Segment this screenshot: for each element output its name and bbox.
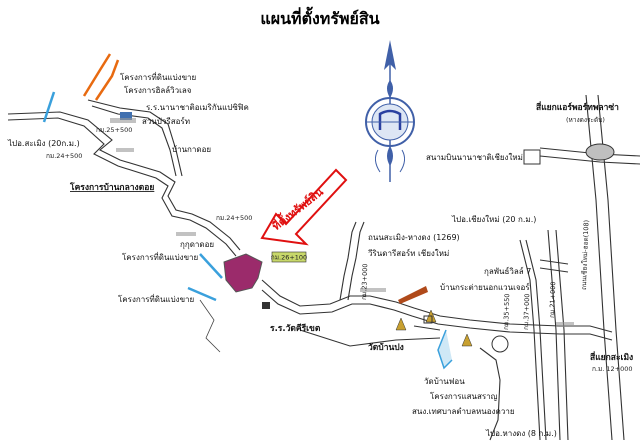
property-area[interactable] <box>223 253 263 293</box>
label-airport-junction-sub: (หางดงระดับ) <box>566 116 605 124</box>
label-to-chiang-mai: ไปอ.เชียงใหม่ (20 ก.ม.) <box>451 215 536 224</box>
label-proj-dinbaengkai-2: โครงการที่ดินแบ่งขาย <box>122 251 198 262</box>
label-km-24-500-mid: กม.24+500 <box>216 214 252 222</box>
svg-text:กม.26+100: กม.26+100 <box>271 254 307 262</box>
label-school-international: ร.ร.นานาชาติอเมริกันแปซิฟิค <box>146 103 249 112</box>
label-to-hang-dong: ไปอ.หางดง (8 ก.ม.) <box>485 429 557 438</box>
river <box>42 91 453 370</box>
road-samoeng-mountain <box>7 99 241 257</box>
label-airport-junction: สี่แยกแอร์พอร์ทพลาซ่า <box>536 100 619 113</box>
label-small-km-5: กม.21+000 <box>548 281 557 318</box>
compass-icon <box>365 40 415 182</box>
label-road-highway: ถนนเชียงใหม่-ฮอด(108) <box>580 220 590 290</box>
local-roads <box>299 239 547 441</box>
label-proj-saensaran: โครงการแสนสราญ <box>430 391 498 401</box>
label-samoeng-junction: สี่แยกสะเมิง <box>590 350 633 363</box>
label-golf-royal: กุลพันธ์วิลล์ 7 <box>484 266 531 276</box>
label-to-samoeng: ไปอ.สะเมิง (20ก.ม.) <box>7 139 80 148</box>
label-road-samoeng-handong: ถนนสะเมิง-หางดง (1269) <box>368 233 460 242</box>
label-small-km-2: กม.35+550 <box>502 293 511 330</box>
label-samoeng-junction-km: ก.ม. 12+000 <box>592 365 633 373</box>
label-small-km-4: กม.23+000 <box>360 263 369 300</box>
highway-108 <box>539 94 640 441</box>
property-marker-arrow: ที่ตั้งทรัพย์สิน <box>260 168 348 246</box>
resort-icon <box>110 118 574 327</box>
label-ban-kadoi: บ้านกาดอย <box>172 145 211 154</box>
label-km-24-500-left: กม.24+500 <box>46 152 82 160</box>
label-viriyadara-resort: วีรินดารีสอร์ท เชียงใหม่ <box>367 248 449 258</box>
school-icon <box>120 112 433 324</box>
label-proj-dinbaengkai: โครงการที่ดินแบ่งขาย <box>120 71 196 82</box>
label-small-km-3: กม.37+000 <box>522 293 531 330</box>
label-suan-bua-resort: สวนบัวรีสอร์ท <box>142 116 190 126</box>
label-office-nong-kwai: สนง.เทศบาลตำบลหนองควาย <box>412 407 515 416</box>
airport-box <box>523 149 541 165</box>
label-proj-hill-view: โครงการฮิลล์วิวเลจ <box>124 85 192 95</box>
km-box <box>271 251 307 263</box>
orange-project-boundary <box>82 53 428 304</box>
label-ban-kra-tai: บ้านกระต่ายนอกแวนเจอร์ <box>440 282 530 292</box>
label-kukda-doi: กุกุดาดอย <box>180 240 214 249</box>
label-airport: สนามบินนานาชาติเชียงใหม่ <box>426 153 523 162</box>
label-proj-ban-klang-doi: โครงการบ้านกลางดอย <box>69 182 154 193</box>
label-small-km-1: กม.25+500 <box>96 126 132 134</box>
label-wat-ban-fon: วัดบ้านฟอน <box>424 377 465 386</box>
label-proj-dinbaengkai-3: โครงการที่ดินแบ่งขาย <box>118 293 194 304</box>
map-title: แผนที่ตั้งทรัพย์สิน <box>260 6 379 28</box>
road-to-ban-pong <box>261 221 613 341</box>
label-wat-ban-pong: วัดบ้านปง <box>368 342 404 353</box>
label-school-wat-khiri: ร.ร.วัดคีรีเขต <box>270 323 321 334</box>
roundabout-icon <box>491 335 509 353</box>
temple-icon <box>395 309 473 347</box>
